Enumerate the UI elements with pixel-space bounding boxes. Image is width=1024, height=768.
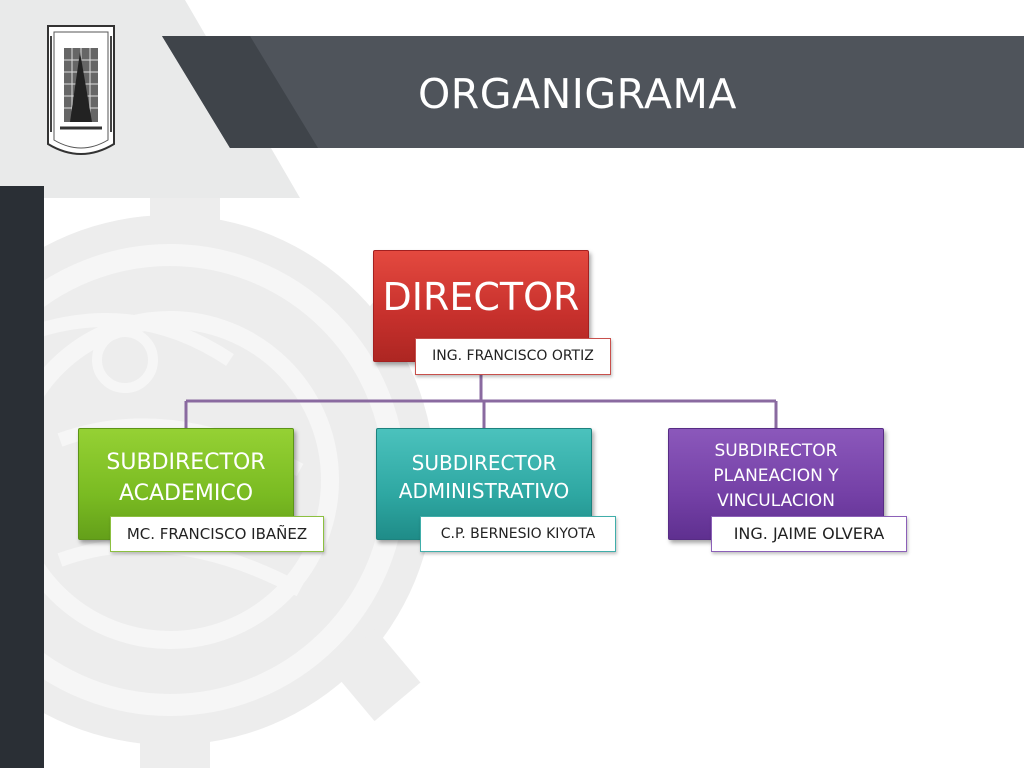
director-name: ING. FRANCISCO ORTIZ bbox=[415, 338, 611, 375]
director-title: DIRECTOR bbox=[382, 275, 580, 319]
subdirector-academico-title: SUBDIRECTOR ACADEMICO bbox=[106, 450, 266, 506]
subdirector-planeacion-name: ING. JAIME OLVERA bbox=[711, 516, 907, 552]
left-bar bbox=[0, 186, 44, 768]
slide-title: ORGANIGRAMA bbox=[418, 70, 737, 118]
subdirector-planeacion-title: SUBDIRECTOR PLANEACION Y VINCULACION bbox=[713, 441, 839, 511]
institute-logo bbox=[47, 25, 115, 155]
header-banner bbox=[162, 36, 1024, 148]
subdirector-administrativo-name: C.P. BERNESIO KIYOTA bbox=[420, 516, 616, 552]
subdirector-administrativo-title: SUBDIRECTOR ADMINISTRATIVO bbox=[398, 451, 570, 503]
org-connectors bbox=[184, 375, 778, 428]
banner-accent bbox=[162, 36, 318, 148]
subdirector-academico-name: MC. FRANCISCO IBAÑEZ bbox=[110, 516, 324, 552]
